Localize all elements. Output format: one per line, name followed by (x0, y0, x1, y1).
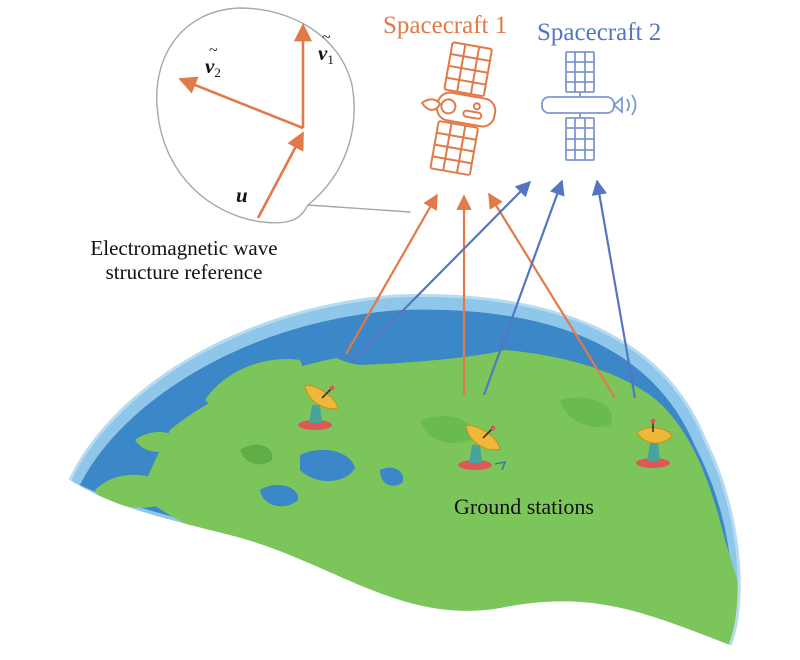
em-reference-label: Electromagnetic wave structure reference (90, 236, 278, 285)
v1-index: 1 (327, 52, 334, 67)
sea-inland-1 (300, 449, 355, 482)
land-island (135, 431, 180, 452)
vector-v2-arrow (178, 76, 304, 130)
vector-u-label: u (236, 183, 248, 207)
uplink-s2-station2 (482, 179, 565, 396)
v2-tilde: ~ (209, 42, 218, 59)
v1-tilde: ~ (322, 29, 331, 46)
reference-bubble (156, 7, 411, 224)
v2-symbol: v (205, 54, 215, 78)
ground-station-3-icon (636, 418, 673, 468)
v1-symbol: v (318, 41, 328, 65)
vector-u-arrow (256, 131, 305, 219)
land-west (95, 474, 171, 508)
v2-index: 2 (214, 65, 221, 80)
spacecraft2-icon (541, 51, 637, 161)
spacecraft1-links (345, 192, 616, 399)
uplink-s1-station3 (488, 192, 616, 399)
vector-diagram (178, 23, 313, 219)
sea-inland-2 (260, 485, 299, 507)
spacecraft2-links (351, 179, 637, 399)
spacecraft1-label: Spacecraft 1 (383, 12, 508, 39)
land-scandinavia (205, 359, 303, 420)
spacecraft2-label: Spacecraft 2 (537, 19, 662, 46)
vector-v1-label: v1 (318, 41, 334, 67)
land-shade (560, 397, 612, 428)
earth (68, 294, 741, 646)
earth-edge-highlight (68, 294, 741, 646)
uplink-s1-station1 (345, 193, 438, 355)
vector-v2-label: v2 (205, 54, 221, 80)
ground-station-2-icon (458, 424, 507, 471)
land-shade (420, 416, 472, 444)
sea-inland-3 (380, 467, 404, 486)
ground-stations-label: Ground stations (454, 494, 594, 519)
uplink-s2-station3 (591, 179, 637, 399)
ground-station-1-icon (298, 384, 339, 430)
uplink-s2-station1 (351, 180, 532, 363)
spacecraft1-icon (420, 41, 497, 176)
land-shade (240, 444, 273, 465)
sea-arctic (330, 340, 520, 365)
